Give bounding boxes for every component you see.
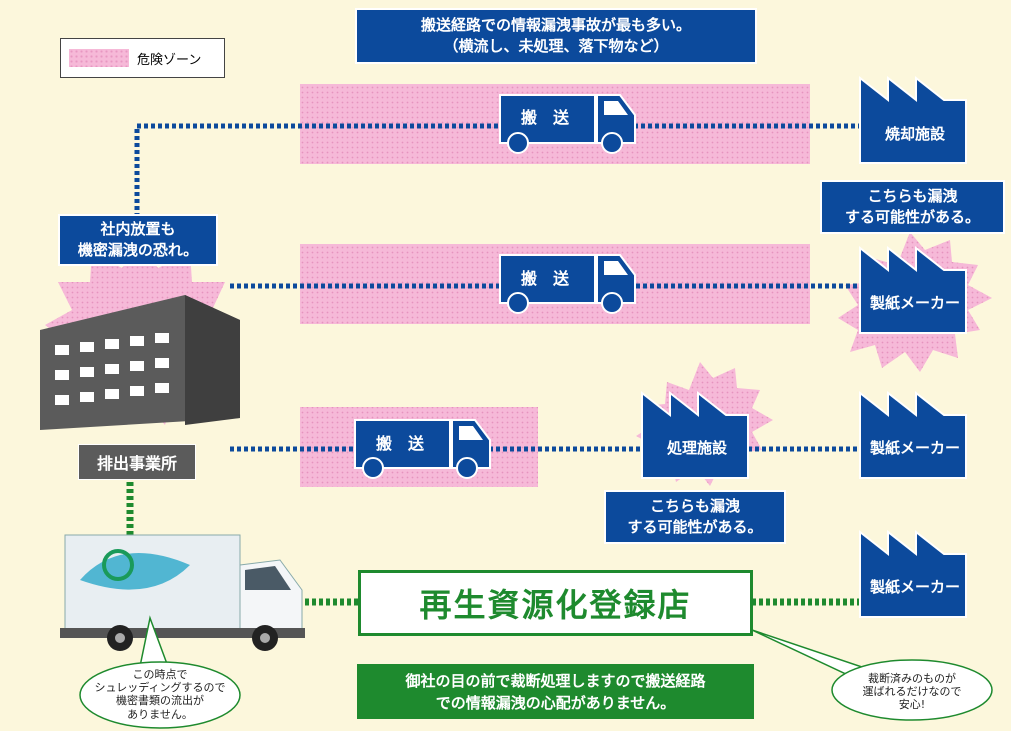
factory-paper-maker-icon-3 (859, 529, 967, 618)
top-note: 搬送経路での情報漏洩事故が最も多い。 （横流し、未処理、落下物など） (355, 8, 757, 64)
bubble-right (831, 659, 993, 721)
top-note-line1: 搬送経路での情報漏洩事故が最も多い。 (420, 16, 691, 34)
truck-icon-2 (499, 254, 636, 314)
bubble-right-line2: 運ばれるだけなので (862, 685, 962, 699)
office-note: 社内放置も 機密漏洩の恐れ。 (58, 214, 218, 266)
truck-icon-3 (354, 419, 491, 479)
factory-processing-icon (641, 390, 749, 479)
bottom-note-line1: 御社の目の前で裁断処理しますので搬送経路 (405, 671, 706, 690)
paper-maker-label-2: 製紙メーカー (869, 439, 960, 457)
truck-label-2: 搬 送 (520, 269, 569, 288)
factory-incinerator-icon (859, 75, 967, 164)
office-building-icon (40, 295, 240, 430)
leak-note-top-line2: する可能性がある。 (844, 208, 980, 226)
leak-note-top-line1: こちらも漏洩 (867, 187, 958, 205)
paper-maker-label-1: 製紙メーカー (869, 294, 960, 312)
truck-icon-1 (499, 94, 636, 154)
paper-maker-label-3: 製紙メーカー (869, 578, 960, 596)
factory-paper-maker-icon-2 (859, 390, 967, 479)
safe-route-lines (126, 482, 860, 606)
legend-label: 危険ゾーン (137, 52, 202, 68)
leak-note-middle-line1: こちらも漏洩 (649, 497, 740, 515)
shredder-truck-image (60, 534, 305, 651)
processing-label: 処理施設 (666, 439, 727, 457)
bubble-left-line4: ありません。 (127, 707, 193, 721)
factory-paper-maker-icon-1 (859, 245, 967, 334)
legend-swatch (69, 49, 129, 67)
bubble-right-line1: 裁断済みのものが (868, 672, 956, 685)
bubble-left (79, 661, 241, 729)
bubble-left-line2: シュレッディングするので (94, 681, 226, 695)
leak-note-top: こちらも漏洩 する可能性がある。 (820, 180, 1005, 234)
truck-label-3: 搬 送 (375, 434, 424, 453)
bubble-right-line3: 安心! (898, 698, 926, 712)
bubble-right-text: 裁断済みのものが 運ばれるだけなので 安心! (836, 672, 988, 712)
incinerator-label: 焼却施設 (884, 125, 945, 143)
top-note-line2: （横流し、未処理、落下物など） (443, 37, 669, 55)
leak-note-middle: こちらも漏洩 する可能性がある。 (604, 490, 786, 544)
bubble-left-line1: この時点で (132, 668, 188, 681)
office-label: 排出事業所 (78, 444, 196, 480)
bubble-left-text: この時点で シュレッディングするので 機密書類の流出が ありません。 (82, 668, 238, 721)
office-note-line1: 社内放置も (100, 220, 176, 238)
registered-store-label: 再生資源化登録店 (419, 586, 692, 624)
legend: 危険ゾーン (60, 38, 225, 78)
bottom-note-line2: での情報漏洩の心配がありません。 (435, 693, 676, 712)
registered-store-box: 再生資源化登録店 (358, 570, 753, 636)
leak-note-middle-line2: する可能性がある。 (627, 518, 763, 536)
bottom-note: 御社の目の前で裁断処理しますので搬送経路 での情報漏洩の心配がありません。 (357, 664, 754, 719)
truck-label-1: 搬 送 (520, 108, 569, 127)
office-note-line2: 機密漏洩の恐れ。 (77, 241, 199, 259)
bubble-left-line3: 機密書類の流出が (116, 694, 204, 708)
